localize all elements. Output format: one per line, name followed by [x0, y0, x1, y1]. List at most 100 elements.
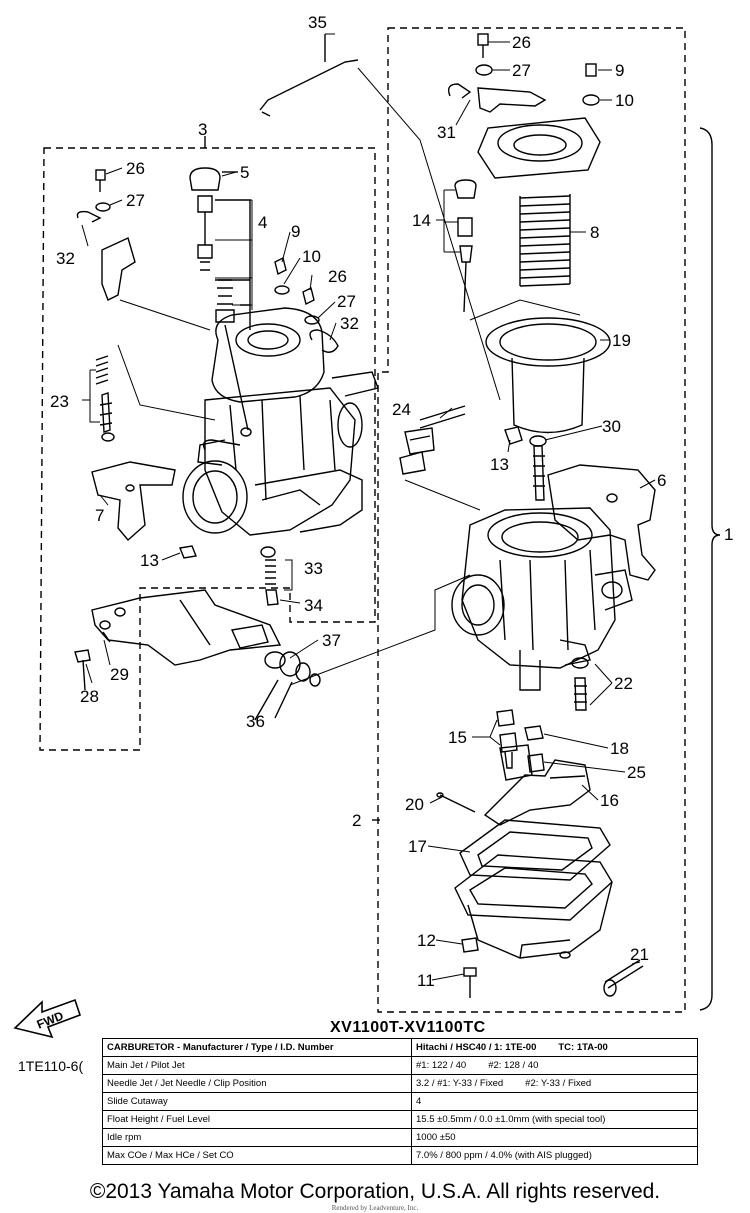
spec-value: #1: 122 / 40 #2: 128 / 40: [411, 1056, 698, 1075]
callout-16: 16: [600, 791, 619, 810]
gasket-17: [459, 819, 611, 881]
callout-31: 31: [437, 123, 456, 142]
callout-11: 11: [417, 971, 435, 990]
spec-value-a: 3.2 / #1: Y-33 / Fixed: [416, 1078, 504, 1089]
spec-row: Needle Jet / Jet Needle / Clip Position …: [102, 1074, 698, 1093]
spec-label: Idle rpm: [102, 1128, 412, 1147]
spec-value: 15.5 ±0.5mm / 0.0 ±1.0mm (with special t…: [411, 1110, 698, 1129]
callout-leaders: [81, 33, 656, 981]
bracket-31: [447, 83, 547, 113]
spec-value-b: #2: Y-33 / Fixed: [525, 1078, 592, 1089]
float-valve-15: [496, 709, 518, 769]
callout-32-left: 32: [56, 249, 75, 268]
spec-value: 4: [411, 1092, 698, 1111]
screw-30: [529, 435, 547, 501]
callout-20: 20: [405, 795, 424, 814]
callout-13-left: 13: [140, 551, 159, 570]
spec-value: 3.2 / #1: Y-33 / Fixed #2: Y-33 / Fixed: [411, 1074, 698, 1093]
bracket-6: [547, 464, 656, 581]
screw-21: [603, 959, 644, 997]
nut-13-right: [504, 426, 523, 445]
nut-13-left: [179, 545, 197, 559]
callout-34: 34: [304, 596, 323, 615]
callout-22: 22: [614, 674, 633, 693]
spec-header-value-a: Hitachi / HSC40 / 1: 1TE-00: [416, 1042, 537, 1053]
pin-20: [436, 792, 476, 813]
spec-row: Float Height / Fuel Level 15.5 ±0.5mm / …: [102, 1110, 698, 1129]
spec-value: 1000 ±50: [411, 1128, 698, 1147]
bracket-plate-29: [91, 589, 282, 666]
spec-row: Idle rpm 1000 ±50: [102, 1128, 698, 1147]
float-bowl: [454, 854, 613, 959]
spec-row: Slide Cutaway 4: [102, 1092, 698, 1111]
left-carburetor: [182, 307, 379, 536]
spec-header-row: CARBURETOR - Manufacturer / Type / I.D. …: [102, 1038, 698, 1057]
right-carburetor: [451, 507, 633, 691]
needle-14: [454, 179, 477, 313]
pilot-screw-33-34: [260, 546, 279, 606]
callout-7: 7: [95, 506, 104, 525]
callout-32-center: 32: [340, 314, 359, 333]
center-small-parts: [274, 256, 339, 353]
assembly-3-outline: [39, 136, 376, 751]
spring-screw-23: [95, 355, 115, 442]
callout-29: 29: [110, 665, 129, 684]
callout-18: 18: [610, 739, 629, 758]
callout-21: 21: [630, 945, 649, 964]
piston-19: [485, 317, 611, 434]
spec-header-value: Hitachi / HSC40 / 1: 1TE-00 TC: 1TA-00: [411, 1038, 698, 1057]
callout-26-top: 26: [512, 33, 531, 52]
callout-2: 2: [352, 811, 361, 830]
spec-label: Slide Cutaway: [102, 1092, 412, 1111]
model-title: XV1100T-XV1100TC: [330, 1019, 486, 1036]
spec-label: Float Height / Fuel Level: [102, 1110, 412, 1129]
callout-26-center: 26: [328, 267, 347, 286]
screw-26-top: [475, 33, 493, 76]
link-rod-35: [259, 34, 359, 117]
nut-12: [461, 937, 479, 953]
callout-25: 25: [627, 763, 646, 782]
callout-10-top: 10: [615, 91, 634, 110]
screw-9-top: [582, 63, 600, 106]
callout-33: 33: [304, 559, 323, 578]
callout-6: 6: [657, 471, 666, 490]
callout-14: 14: [412, 211, 431, 230]
fwd-label: FWD: [35, 1008, 66, 1031]
copyright-notice: ©2013 Yamaha Motor Corporation, U.S.A. A…: [89, 1180, 661, 1203]
spec-value-a: #1: 122 / 40: [416, 1060, 467, 1071]
watermark-text: Rendered by Leadventure, Inc.: [331, 1204, 419, 1212]
part-code: 1TE110-6(: [18, 1058, 83, 1074]
callout-27-center: 27: [337, 292, 356, 311]
spring-8: [519, 194, 571, 287]
callout-26-left: 26: [126, 159, 145, 178]
assembly-2-outline: [372, 27, 686, 1013]
callout-27-top: 27: [512, 61, 531, 80]
callout-24: 24: [392, 400, 411, 419]
spec-row: Main Jet / Pilot Jet #1: 122 / 40 #2: 128…: [102, 1056, 698, 1075]
spec-row: Max COe / Max HCe / Set CO 7.0% / 800 pp…: [102, 1146, 698, 1165]
callout-35: 35: [308, 13, 327, 32]
callout-36: 36: [246, 712, 265, 731]
joint-36-37: [230, 624, 321, 721]
callout-17: 17: [408, 837, 427, 856]
callout-1: 1: [724, 525, 733, 544]
screw-11: [463, 967, 477, 998]
callout-30: 30: [602, 417, 621, 436]
washer-18: [524, 725, 545, 773]
spec-label: Main Jet / Pilot Jet: [102, 1056, 412, 1075]
spec-value-b: #2: 128 / 40: [488, 1060, 539, 1071]
spec-header-value-b: TC: 1TA-00: [558, 1042, 608, 1053]
callout-9-top: 9: [615, 61, 624, 80]
diaphragm-cover: [477, 117, 601, 179]
callout-9-center: 9: [291, 222, 300, 241]
callout-8: 8: [590, 223, 599, 242]
callout-15: 15: [448, 728, 467, 747]
callout-19: 19: [612, 331, 631, 350]
callout-28: 28: [80, 687, 99, 706]
screw-28: [74, 649, 91, 691]
callout-numbers: 35 3 26 27 32 5 4 9 10 26 27 32 23 7 13 …: [50, 13, 733, 990]
callout-23: 23: [50, 392, 69, 411]
spec-label: Max COe / Max HCe / Set CO: [102, 1146, 412, 1165]
assembly-leader-lines: [117, 67, 581, 686]
